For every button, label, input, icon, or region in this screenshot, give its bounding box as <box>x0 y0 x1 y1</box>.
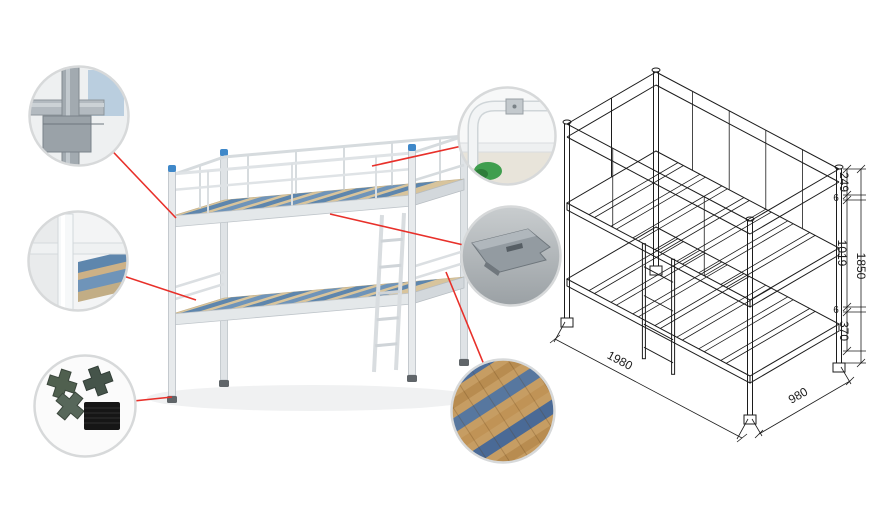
tech-ladder <box>641 243 676 375</box>
bunk-bed-render <box>147 128 477 411</box>
dim-guardrail-height: 249 <box>837 172 851 192</box>
dim-bottom-bunk-height: 370 <box>837 321 851 341</box>
dim-overall-height: 1850 <box>854 253 868 280</box>
tech-upper-slats <box>588 162 816 288</box>
foot-pads <box>167 359 469 403</box>
technical-drawing: 249 6 1019 1850 6 370 1980 980 <box>549 67 868 443</box>
top-guardrails <box>171 134 465 213</box>
ladder <box>372 212 406 373</box>
tech-lower-slats <box>588 238 816 364</box>
callout-frame-joint <box>28 65 130 167</box>
callout-slat-surface <box>450 358 556 464</box>
front-post-caps <box>168 144 416 172</box>
callout-lines <box>77 115 512 412</box>
lower-end-rails <box>171 249 465 302</box>
tech-guardrails <box>566 71 840 276</box>
tech-posts <box>562 67 844 416</box>
dim-overall-depth: 980 <box>786 384 811 406</box>
dim-bunk-clearance: 1019 <box>835 240 849 267</box>
dim-overall-length: 1980 <box>605 348 635 373</box>
tech-lower-platform <box>565 226 841 384</box>
upper-slats <box>179 181 438 216</box>
callout-foot-pad <box>33 354 137 458</box>
tech-foot-pads <box>560 265 846 425</box>
dim-frame-top: 6 <box>833 193 839 204</box>
tech-upper-platform <box>565 150 841 308</box>
callout-guardrail-tube <box>457 86 557 186</box>
callout-bed-corner <box>27 210 129 312</box>
upper-platform <box>171 178 465 228</box>
callout-metal-bracket <box>460 205 562 307</box>
floor-shadow <box>147 385 477 411</box>
lower-platform <box>171 276 465 326</box>
dim-frame-bottom: 6 <box>833 305 839 316</box>
dimension-lines <box>549 164 866 443</box>
